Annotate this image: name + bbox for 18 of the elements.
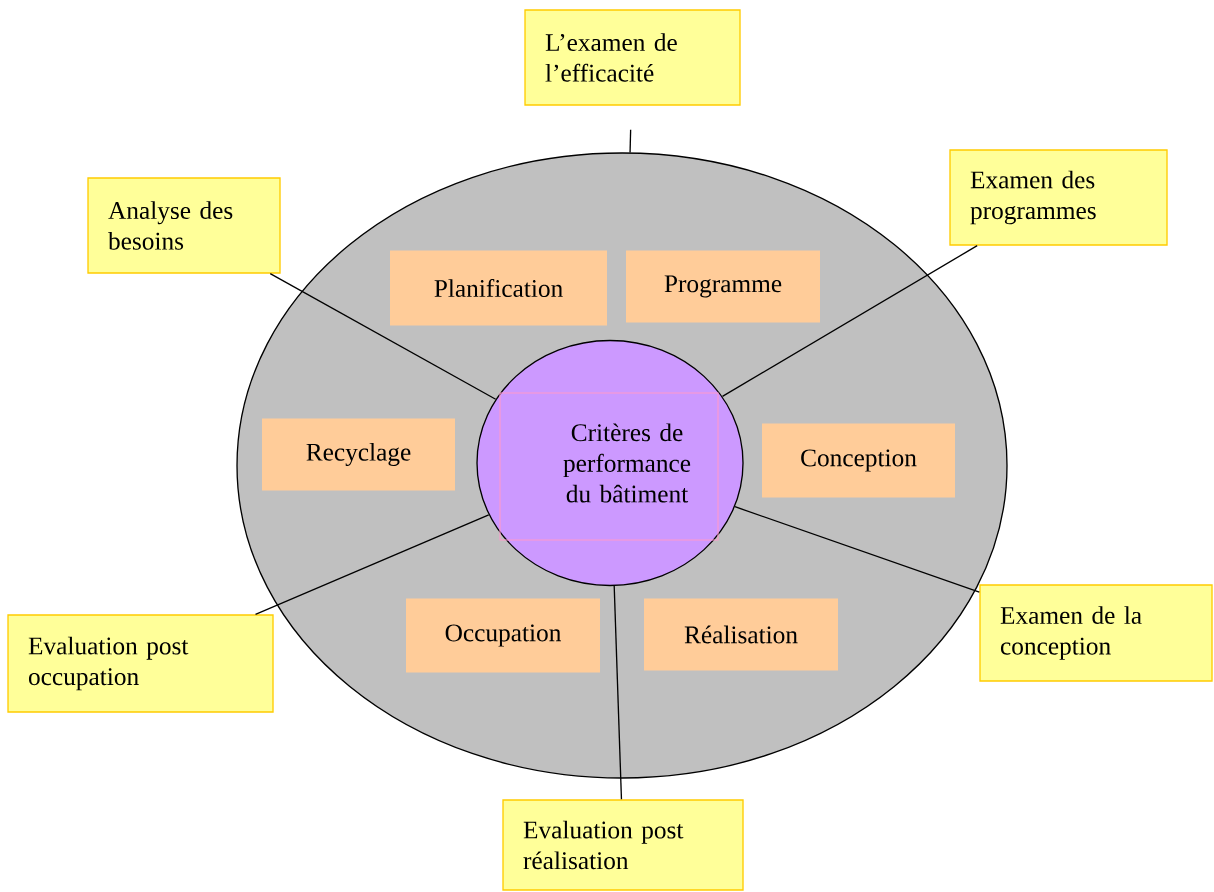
stage-box: Recyclage bbox=[262, 418, 455, 491]
review-box: Evaluation post réalisation bbox=[502, 799, 744, 891]
connector-line bbox=[613, 585, 623, 800]
connector-line bbox=[721, 245, 978, 398]
review-box: Examen de la conception bbox=[979, 584, 1213, 682]
connector-line bbox=[254, 514, 490, 615]
review-box: Evaluation post occupation bbox=[7, 614, 274, 713]
stage-box: Conception bbox=[762, 423, 955, 498]
stage-box: Réalisation bbox=[644, 598, 838, 671]
review-box: L’examen de l’efficacité bbox=[524, 9, 741, 106]
review-box: Examen des programmes bbox=[949, 149, 1168, 246]
stage-box: Planification bbox=[390, 250, 607, 326]
connector-line bbox=[734, 506, 980, 593]
stage-box: Programme bbox=[626, 250, 820, 323]
connector-line bbox=[269, 273, 497, 400]
stage-box: Occupation bbox=[406, 598, 600, 673]
review-box: Analyse des besoins bbox=[87, 177, 281, 274]
connector-line bbox=[629, 129, 632, 154]
